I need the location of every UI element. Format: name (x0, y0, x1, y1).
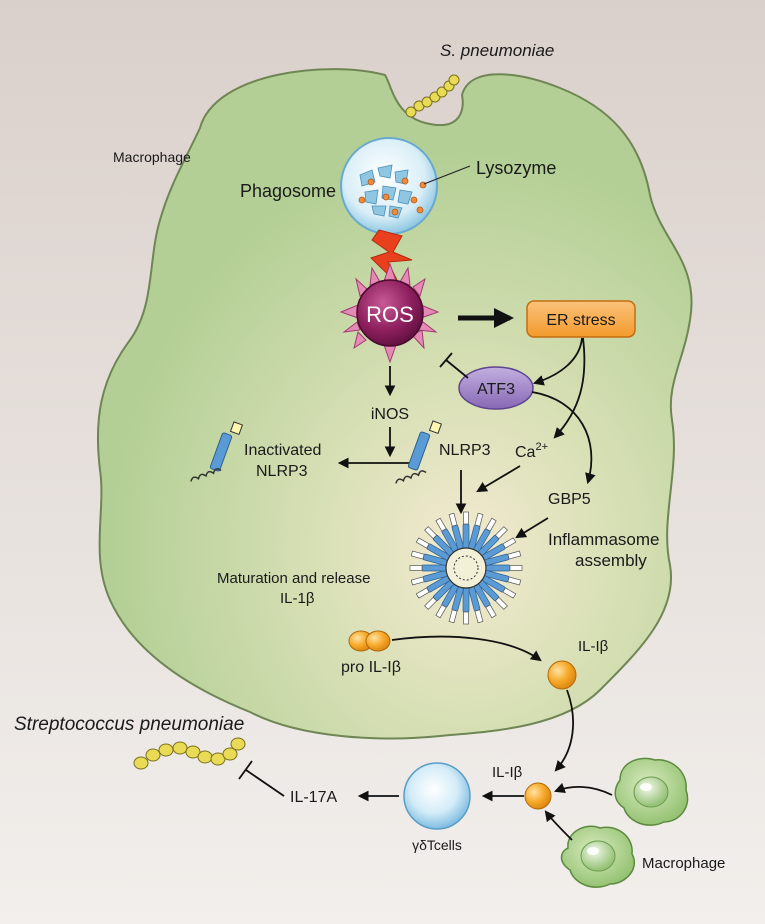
arrow-er-ca (553, 337, 586, 439)
inflammasome-spoke (482, 569, 522, 586)
macrophage-label-top: Macrophage (113, 149, 191, 165)
inflammasome-spoke (462, 511, 470, 551)
gd-tcells-label: γδTcells (412, 837, 462, 853)
arrow-pro-il1b-il1b (391, 635, 542, 662)
inactivated-nlrp3-icon (190, 421, 244, 482)
il1b-molecule-outside (524, 782, 552, 810)
inhibit-il17a-bacteria (245, 769, 285, 797)
pro-il1b-label: pro IL-Iβ (341, 659, 401, 676)
inhibit-atf3-ros (445, 359, 469, 379)
inflammasome-spoke (409, 564, 449, 572)
strep-label-bottom: Streptococcus pneumoniae (14, 714, 244, 735)
inflammasome-spoke (467, 512, 484, 552)
il1b-molecule-inside (547, 660, 577, 690)
inflammasome-spoke (462, 585, 470, 625)
inflammasome-spoke (476, 526, 508, 558)
phagosome (340, 137, 438, 235)
bacteria-chain-bottom (133, 737, 246, 770)
inflammasome-spoke (415, 574, 452, 599)
lysozyme-label: Lysozyme (476, 158, 556, 178)
inactivated-label-1: Inactivated (244, 442, 321, 459)
arrow-ca-inflammasome (476, 465, 521, 493)
arrow-er-atf3 (532, 337, 583, 386)
inflammasome-core (445, 547, 487, 589)
inflammasome-spoke (467, 584, 484, 624)
gd-tcell (403, 762, 471, 830)
ros-label: ROS (366, 302, 414, 327)
inflammasome-core-ring (453, 555, 479, 581)
inflammasome-complex (409, 511, 523, 625)
inflammasome-spoke (410, 569, 450, 586)
inflammasome-spoke (424, 578, 456, 610)
il17a-label: IL-17A (290, 789, 337, 806)
s-pneumoniae-label-top: S. pneumoniae (440, 41, 554, 60)
inos-label: iNOS (371, 406, 409, 423)
small-macrophage-2 (560, 825, 635, 888)
er-stress-label: ER stress (546, 312, 615, 329)
inflammasome-spoke (415, 537, 452, 562)
pro-il1b-molecule (348, 630, 391, 652)
gbp5-label: GBP5 (548, 491, 591, 508)
inhibit-bar-atf3-ros (439, 352, 453, 368)
atf3-label: ATF3 (477, 381, 515, 398)
arrow-gbp5-inflammasome (515, 517, 549, 539)
inflammasome-spoke (435, 582, 460, 619)
inflammasome-spoke (472, 582, 497, 619)
lysozyme-pointer (423, 165, 471, 185)
maturation-label-2: IL-1β (280, 590, 315, 607)
maturation-label-1: Maturation and release (217, 570, 370, 587)
inflammasome-spoke (483, 564, 523, 572)
phagosome-label: Phagosome (240, 181, 336, 201)
inflammasome-spoke (472, 517, 497, 554)
inflammasome-label-1: Inflammasome (548, 530, 659, 549)
inflammasome-spoke (448, 584, 465, 624)
inactivated-label-2: NLRP3 (256, 463, 308, 480)
arrow-atf3-gbp5 (531, 391, 596, 485)
inflammasome-label-2: assembly (575, 551, 647, 570)
arrow-macrophage2-il1b (544, 810, 573, 841)
il1b-inside-label: IL-Iβ (578, 638, 609, 655)
small-macrophage-1 (614, 757, 689, 826)
bacteria-chain-top (405, 74, 460, 118)
nlrp3-label: NLRP3 (439, 442, 491, 459)
il1b-outside-label: IL-Iβ (492, 764, 523, 781)
arrow-macrophage1-il1b (553, 782, 613, 796)
ros-sphere (339, 262, 440, 364)
macrophage-label-bottom: Macrophage (642, 855, 725, 872)
atf3-ellipse (458, 366, 534, 410)
nlrp3-icon (395, 420, 443, 484)
macrophage-cell-body (96, 68, 693, 740)
ca-label: Ca2+ (515, 441, 548, 461)
inhibit-bar-il17a-bacteria (238, 760, 253, 780)
er-stress-box (526, 300, 636, 338)
arrow-il1b-release (554, 689, 574, 772)
